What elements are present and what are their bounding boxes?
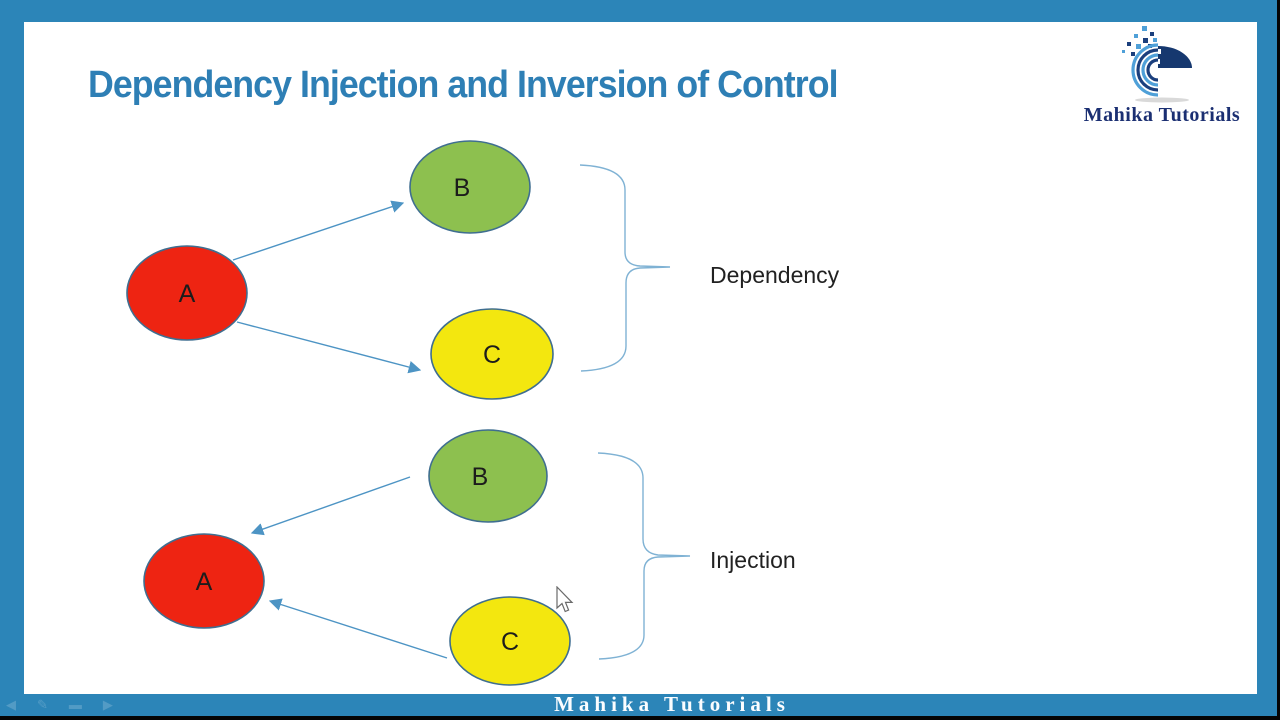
footer-bar: ◀ ✎ ▬ ▶ Mahika Tutorials xyxy=(0,692,1280,716)
edge-c-to-a xyxy=(268,598,448,659)
node-c-top-label: C xyxy=(483,341,501,369)
node-b-bottom-label: B xyxy=(472,463,489,491)
node-a-bottom xyxy=(143,533,265,629)
node-b-top xyxy=(409,140,531,234)
slide-overview-icon[interactable]: ▬ xyxy=(68,697,82,712)
node-a-top xyxy=(126,245,248,341)
page-title: Dependency Injection and Inversion of Co… xyxy=(88,64,839,106)
previous-slide-icon[interactable]: ◀ xyxy=(6,697,16,712)
logo-arc-rings xyxy=(1131,43,1159,97)
brand-logo: Mahika Tutorials xyxy=(1064,22,1260,127)
pen-tool-icon[interactable]: ✎ xyxy=(37,697,48,712)
edge-a-to-c xyxy=(236,321,422,374)
logo-brand-text: Mahika Tutorials xyxy=(1083,104,1241,126)
dependency-brace xyxy=(579,164,671,372)
slide: Dependency Injection and Inversion of Co… xyxy=(24,22,1257,694)
screen-right-edge xyxy=(1277,0,1280,720)
node-c-top xyxy=(430,308,554,400)
logo-pixel-squares xyxy=(1122,26,1157,56)
logo-fan-shape xyxy=(1158,46,1192,68)
edge-b-to-a xyxy=(250,476,411,536)
node-b-top-label: B xyxy=(454,174,471,202)
node-c-bottom-label: C xyxy=(501,628,519,656)
next-slide-icon[interactable]: ▶ xyxy=(102,697,113,712)
screen-bottom-edge xyxy=(0,716,1280,720)
diagram-canvas: A B C A B C xyxy=(126,140,691,686)
node-b-bottom xyxy=(428,429,548,523)
edge-a-to-b xyxy=(232,200,405,261)
dependency-label: Dependency xyxy=(710,262,840,288)
node-a-bottom-label: A xyxy=(196,568,213,596)
injection-brace xyxy=(597,452,691,660)
injection-label: Injection xyxy=(710,547,796,573)
node-a-top-label: A xyxy=(179,280,196,308)
mouse-cursor-icon xyxy=(556,586,574,613)
mahika-logo-icon xyxy=(1122,26,1192,103)
presenter-controls: ◀ ✎ ▬ ▶ xyxy=(6,696,113,714)
node-c-bottom xyxy=(449,596,571,686)
footer-brand-text: Mahika Tutorials xyxy=(554,692,790,716)
logo-shadow xyxy=(1135,97,1189,103)
